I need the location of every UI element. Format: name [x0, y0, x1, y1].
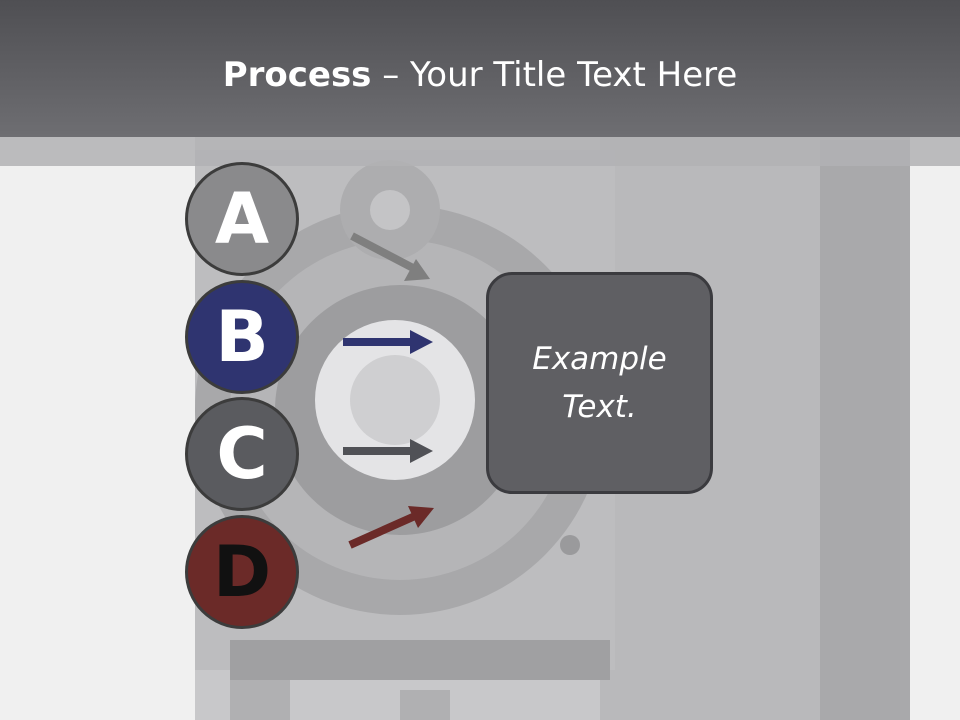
- step-letter-d: D: [212, 531, 272, 613]
- title-regular-part: – Your Title Text Here: [371, 55, 738, 95]
- step-circle-c: C: [185, 397, 299, 511]
- title-bold-part: Process: [222, 55, 372, 95]
- step-letter-c: C: [216, 413, 268, 495]
- example-text: Example Text.: [532, 341, 667, 425]
- title-bar: [0, 0, 960, 137]
- title-underline-strip: [0, 137, 960, 166]
- step-circle-d: D: [185, 515, 299, 629]
- step-letter-a: A: [214, 178, 270, 260]
- step-circle-b: B: [185, 280, 299, 394]
- example-text-box: Example Text.: [486, 272, 713, 494]
- slide-title: Process – Your Title Text Here: [0, 52, 960, 98]
- step-circle-a: A: [185, 162, 299, 276]
- step-letter-b: B: [215, 296, 269, 378]
